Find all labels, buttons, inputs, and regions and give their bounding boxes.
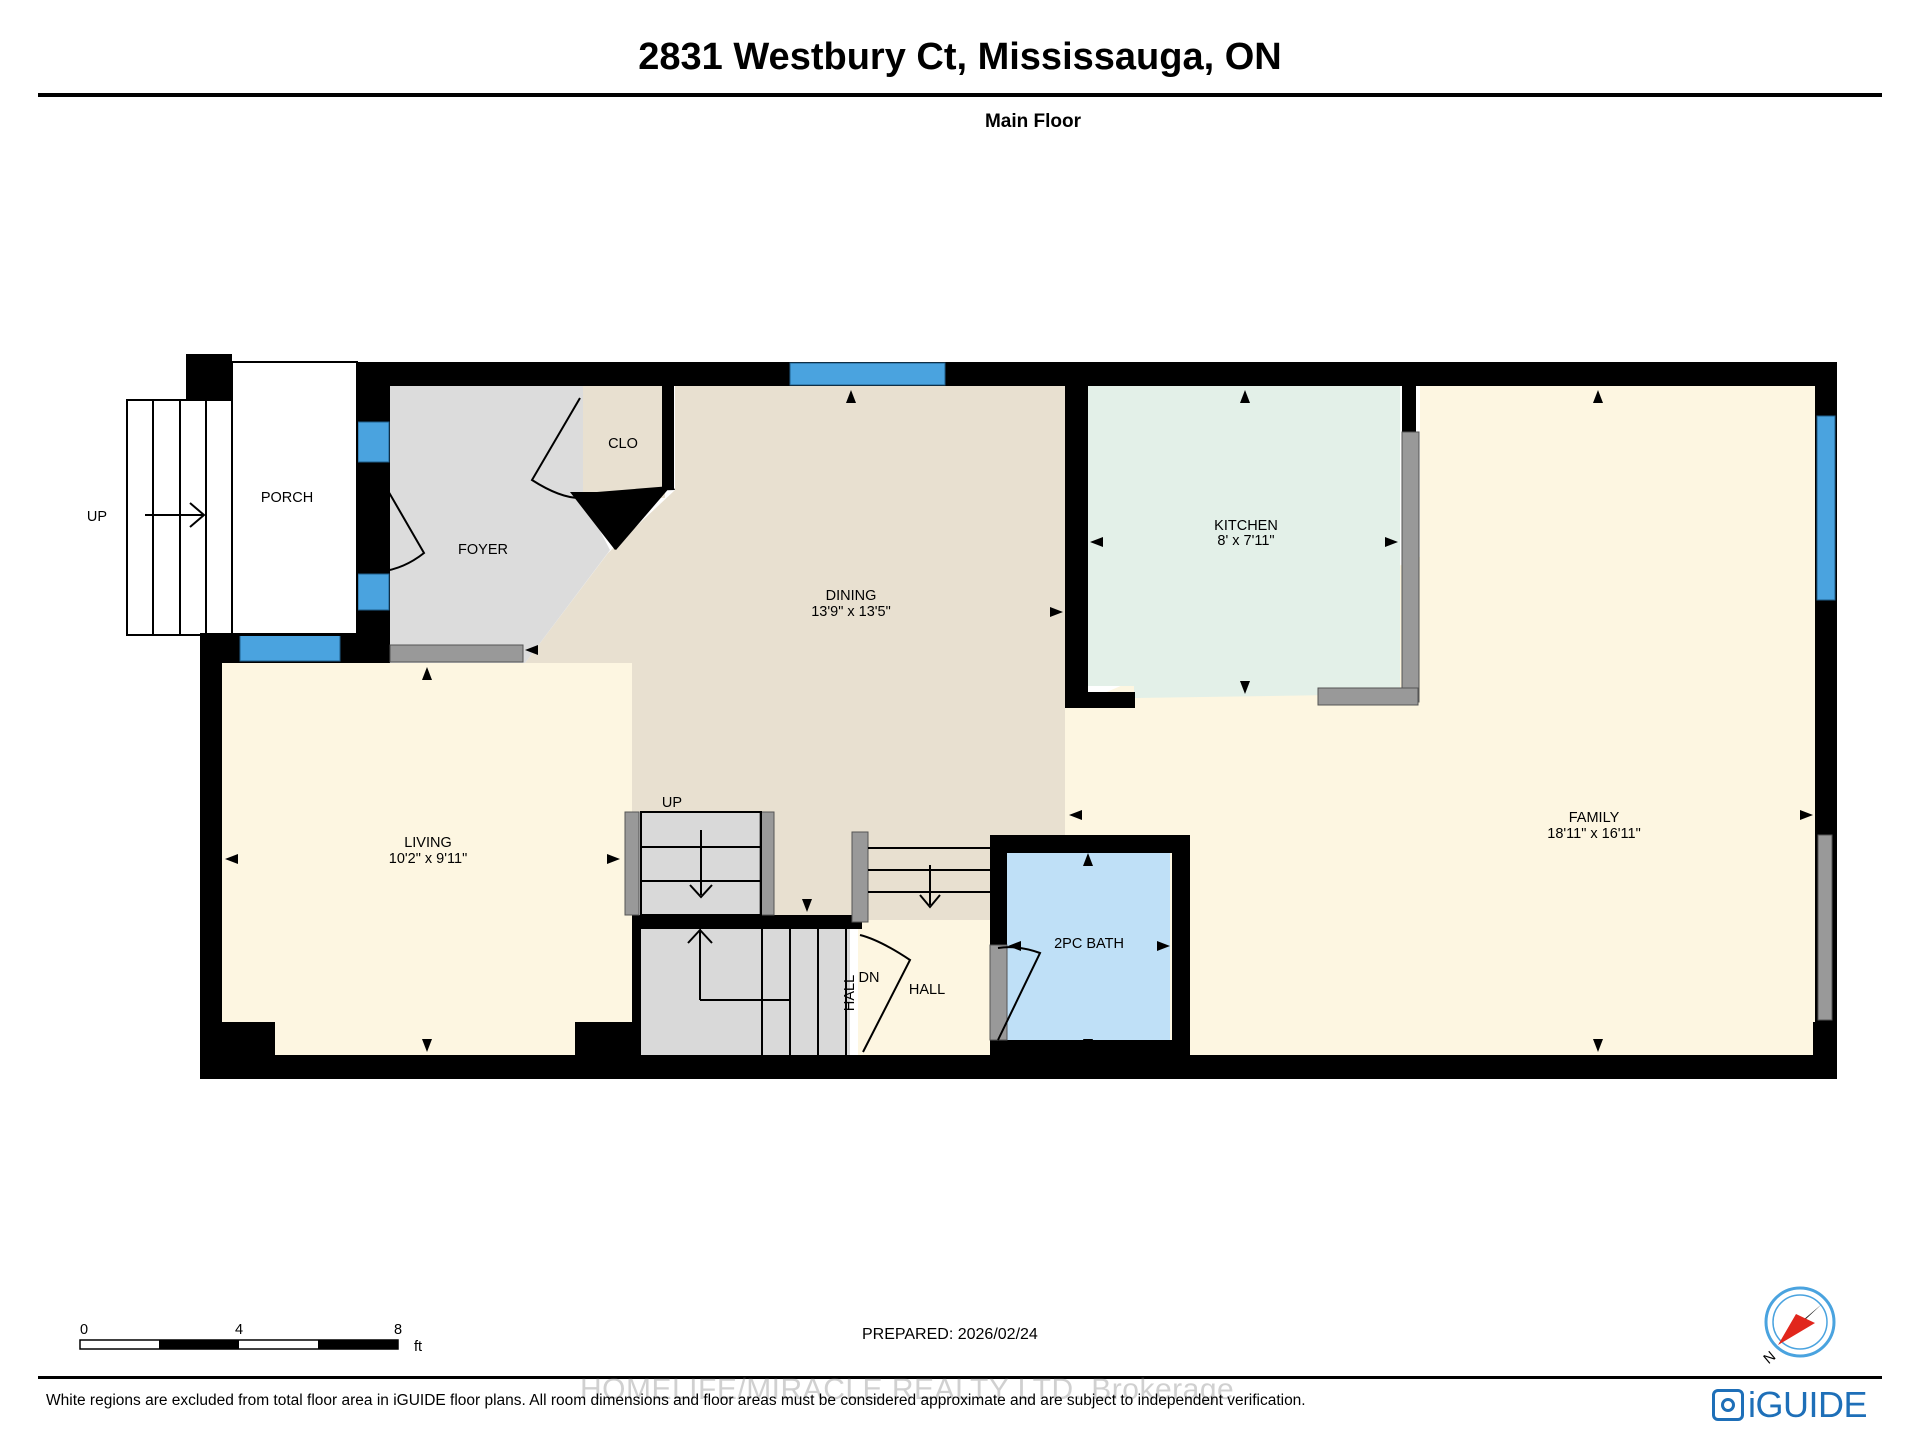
brand-icon xyxy=(1712,1389,1744,1421)
stair-up-label: UP xyxy=(662,795,682,811)
porch-outline xyxy=(231,361,358,636)
dimension-arrows xyxy=(225,390,1813,1052)
porch-up-label: UP xyxy=(87,509,107,525)
partitions xyxy=(389,431,1833,1041)
stair-fill-lower xyxy=(640,928,850,1055)
family-fill-main xyxy=(1420,386,1818,1056)
stair-down-label: DN xyxy=(859,970,880,986)
doors xyxy=(371,397,1042,1053)
dining-fill xyxy=(525,386,1065,925)
closet-fill xyxy=(583,386,665,498)
disclaimer-text: White regions are excluded from total fl… xyxy=(46,1392,1306,1409)
scale-tick-0: 0 xyxy=(80,1322,88,1338)
foyer-label: FOYER xyxy=(458,542,508,558)
brand-logo: iGUIDE xyxy=(1712,1383,1868,1427)
living-fill xyxy=(222,663,632,1055)
dining-dims: 13'9" x 13'5" xyxy=(811,604,891,620)
closet-label: CLO xyxy=(608,436,638,452)
family-dims: 18'11" x 16'11" xyxy=(1547,826,1641,842)
scale-bar: 0 4 8 ft xyxy=(79,1322,422,1355)
bath-label: 2PC BATH xyxy=(1054,936,1124,952)
stair-fill-upper xyxy=(632,812,762,915)
scale-unit: ft xyxy=(414,1339,422,1355)
kitchen-fill xyxy=(1088,386,1400,698)
dining-label: DINING xyxy=(826,588,877,604)
prepared-date: PREPARED: 2026/02/24 xyxy=(862,1326,1038,1343)
kitchen-label: KITCHEN xyxy=(1214,518,1278,534)
brokerage-watermark: HOMELIFE/MIRACLE REALTY LTD. Brokerage xyxy=(580,1373,1235,1406)
porch-fill xyxy=(232,362,357,635)
living-label: LIVING xyxy=(404,835,452,851)
floor-name: Main Floor xyxy=(984,111,1082,132)
hall-label: HALL xyxy=(909,982,945,998)
plan-title: 2831 Westbury Ct, Mississauga, ON xyxy=(638,36,1282,78)
brand-name: iGUIDE xyxy=(1748,1384,1868,1425)
porch-label: PORCH xyxy=(261,490,313,506)
bath-fill xyxy=(1005,850,1170,1055)
title-divider xyxy=(38,93,1882,97)
porch-steps xyxy=(126,399,233,636)
kitchen-dims: 8' x 7'11" xyxy=(1217,533,1274,549)
scale-tick-8: 8 xyxy=(394,1322,402,1338)
family-label: FAMILY xyxy=(1569,810,1620,826)
compass-icon: N xyxy=(1761,1286,1836,1368)
scale-tick-4: 4 xyxy=(235,1322,243,1338)
compass-north-label: N xyxy=(1761,1349,1779,1368)
foyer-fill xyxy=(390,386,610,663)
windows xyxy=(239,362,1836,662)
hall-small-label: HALL xyxy=(842,975,858,1011)
footer-divider xyxy=(38,1376,1882,1379)
stairs xyxy=(640,811,990,1055)
living-dims: 10'2" x 9'11" xyxy=(389,851,467,867)
